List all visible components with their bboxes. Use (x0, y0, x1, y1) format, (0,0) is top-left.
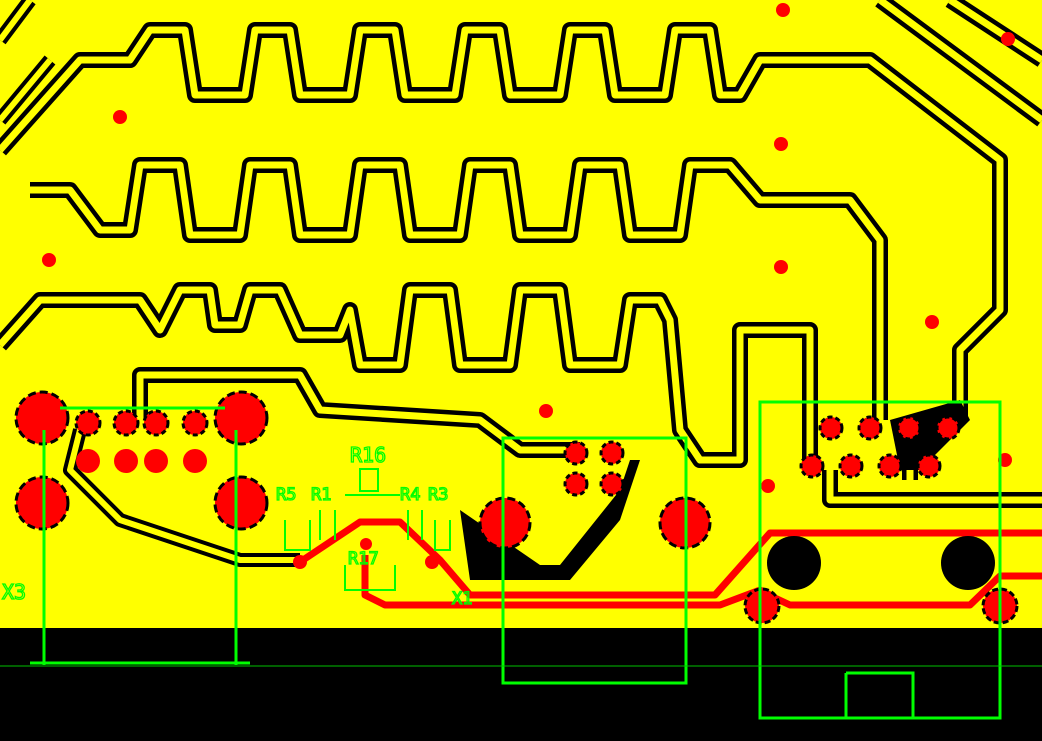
via (1001, 32, 1015, 46)
meander-traces (0, 0, 1042, 567)
meander-trace-5-core (826, 0, 1042, 504)
pad-large (14, 390, 70, 446)
meander-trace-7-core (67, 429, 300, 563)
vias (42, 3, 1015, 569)
mounting-hole (767, 536, 821, 590)
meander-trace-4-core (0, 0, 53, 122)
pad-small (857, 415, 883, 441)
via (113, 110, 127, 124)
pad-small (112, 409, 140, 437)
label-x1: X1 (452, 589, 472, 609)
via (761, 479, 775, 493)
silk-x3-outline (30, 406, 250, 665)
pad-small (114, 449, 138, 473)
large-pads (14, 390, 1019, 625)
pad-small (563, 440, 589, 466)
label-r17: R17 (348, 549, 379, 569)
meander-trace-3-core (0, 286, 814, 470)
pad-small (181, 409, 209, 437)
label-r16: R16 (350, 443, 386, 467)
meander-trace-6-core (136, 371, 580, 454)
pad-small (838, 453, 864, 479)
pad-small (599, 471, 625, 497)
silk-right-connector-outline (758, 400, 1002, 720)
silk-x1-outline (501, 436, 688, 685)
mounting-holes (767, 536, 995, 590)
pad-small (818, 415, 844, 441)
meander-trace-1-core (0, 26, 1004, 420)
pad-small (599, 440, 625, 466)
via (425, 555, 439, 569)
via (774, 260, 788, 274)
pad-small (799, 453, 825, 479)
via (293, 555, 307, 569)
silkscreen (30, 400, 1002, 720)
pad-small (877, 453, 903, 479)
via (925, 315, 939, 329)
silk-resistor-array (284, 494, 451, 591)
label-r1: R1 (311, 485, 331, 505)
pad-small (74, 409, 102, 437)
pad-small (144, 449, 168, 473)
isolation-polygon-x1 (460, 460, 640, 580)
label-r5: R5 (276, 485, 296, 505)
silk-r16 (359, 468, 379, 492)
via (774, 137, 788, 151)
via (42, 253, 56, 267)
pad-large (478, 496, 532, 550)
pad-small (76, 449, 100, 473)
pad-small (183, 449, 207, 473)
via (776, 3, 790, 17)
silkscreen-labels: X3 R16 R5 R1 R4 R3 R17 X1 (1, 442, 473, 609)
pad-large (213, 390, 269, 446)
via (360, 538, 372, 550)
pad-small (563, 471, 589, 497)
connector-pads (74, 409, 961, 497)
pad-small (916, 453, 942, 479)
pad-large (14, 475, 70, 531)
meander-trace-2-core (30, 161, 884, 420)
pad-small (935, 415, 961, 441)
pad-medium (743, 587, 781, 625)
pad-small (142, 409, 170, 437)
pad-large (213, 475, 269, 531)
label-x3: X3 (2, 580, 26, 604)
via (539, 404, 553, 418)
label-r3: R3 (428, 485, 448, 505)
pad-small (896, 415, 922, 441)
label-r4: R4 (400, 485, 420, 505)
mounting-hole (941, 536, 995, 590)
